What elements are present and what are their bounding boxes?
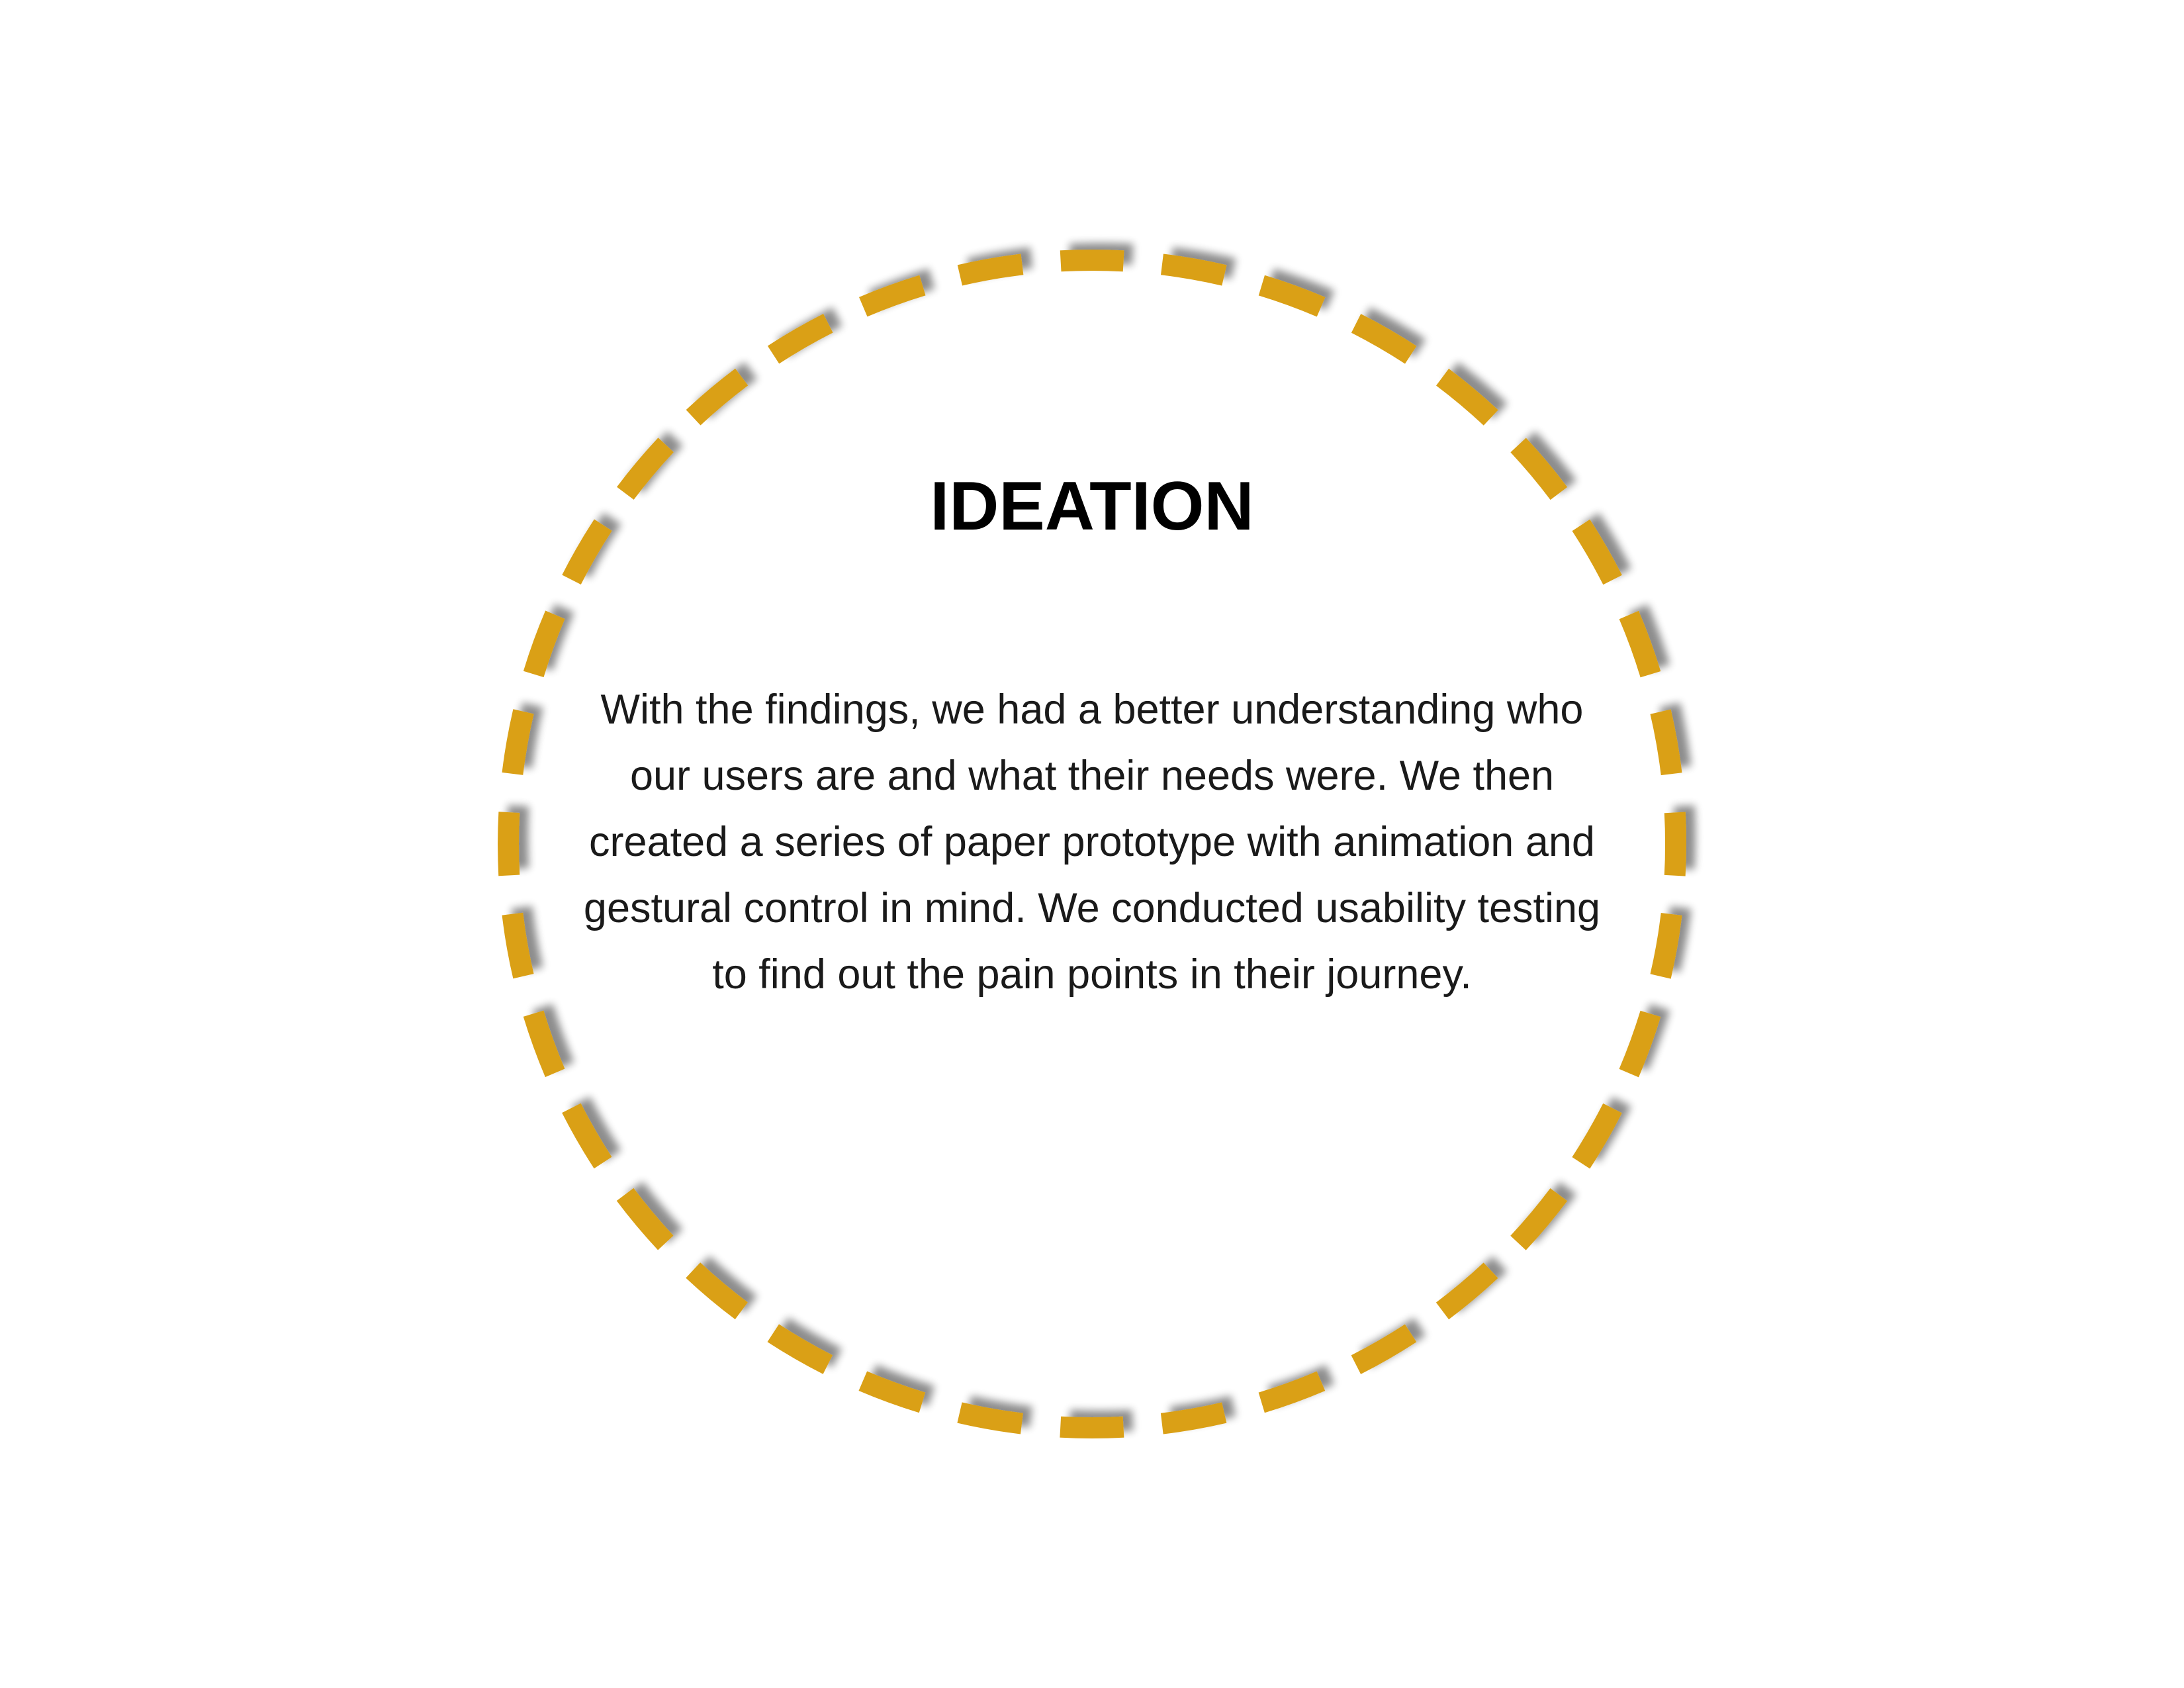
description-paragraph: With the findings, we had a better under…: [583, 686, 1601, 998]
page-title: IDEATION: [930, 468, 1254, 545]
